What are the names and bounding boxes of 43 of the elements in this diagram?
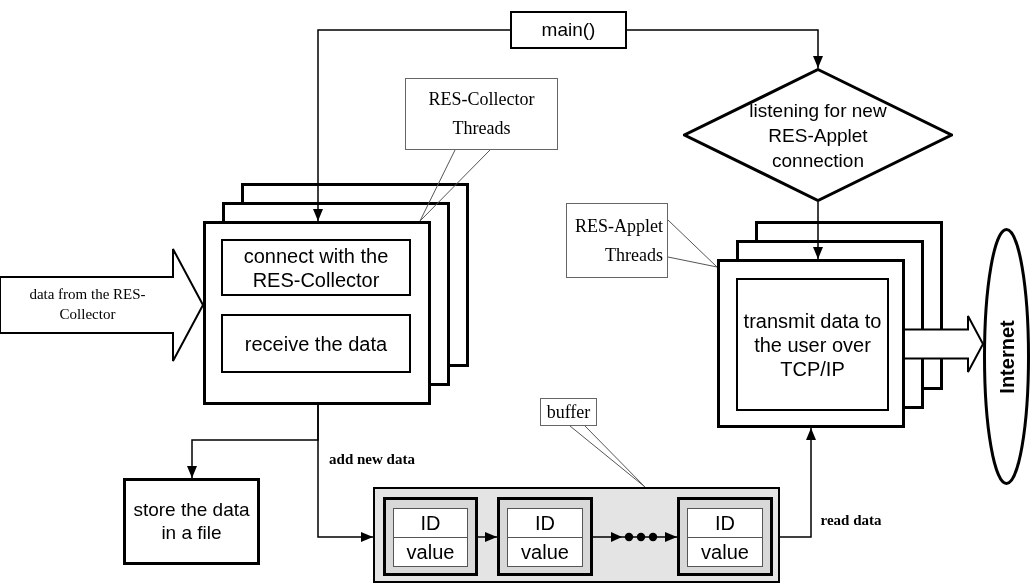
function-label: main()	[541, 18, 596, 42]
function-box	[510, 11, 627, 49]
callout-pointer	[419, 149, 491, 222]
buffer-box	[373, 487, 780, 583]
block-arrow	[0, 248, 205, 362]
buffer-cell	[383, 497, 478, 576]
callout-box	[566, 203, 668, 278]
callout-text: RES-Applet Threads	[574, 214, 663, 267]
value-label: value	[393, 538, 468, 567]
process-text: connect with the RES-Collector	[242, 243, 390, 292]
arrow	[313, 29, 511, 222]
thread-box	[203, 221, 431, 405]
process-box	[736, 278, 889, 411]
value-label: value	[507, 538, 583, 567]
callout-box	[540, 398, 597, 426]
arrow	[813, 201, 823, 260]
arrow	[477, 532, 498, 542]
process-box	[221, 314, 411, 373]
callout-box	[405, 78, 558, 150]
arrow	[779, 427, 816, 538]
arrow	[592, 532, 678, 542]
buffer-cell	[497, 497, 593, 576]
edge-label: data from the RES-Collector	[28, 285, 147, 325]
process-text: transmit data to the user over TCP/IP	[742, 308, 883, 381]
process-text: receive the data	[244, 331, 388, 356]
decision-text: listening for new RES-Applet connection	[748, 99, 888, 173]
callout-text: buffer	[546, 400, 591, 424]
process-box	[221, 239, 411, 296]
callout-pointer	[569, 425, 646, 488]
id-label: ID	[507, 508, 583, 538]
callout-pointer	[667, 219, 718, 268]
id-label: ID	[687, 508, 763, 538]
id-label: ID	[393, 508, 468, 538]
value-label: value	[687, 538, 763, 567]
process-box	[123, 478, 260, 565]
arrow	[317, 404, 374, 542]
process-text: store the data in a file	[132, 498, 251, 545]
callout-text: RES-Collector Threads	[427, 88, 536, 140]
buffer-cell	[677, 497, 773, 576]
arrow	[626, 29, 823, 69]
thread-box	[717, 259, 905, 428]
network-label: Internet	[995, 319, 1018, 394]
block-arrow	[904, 315, 985, 373]
